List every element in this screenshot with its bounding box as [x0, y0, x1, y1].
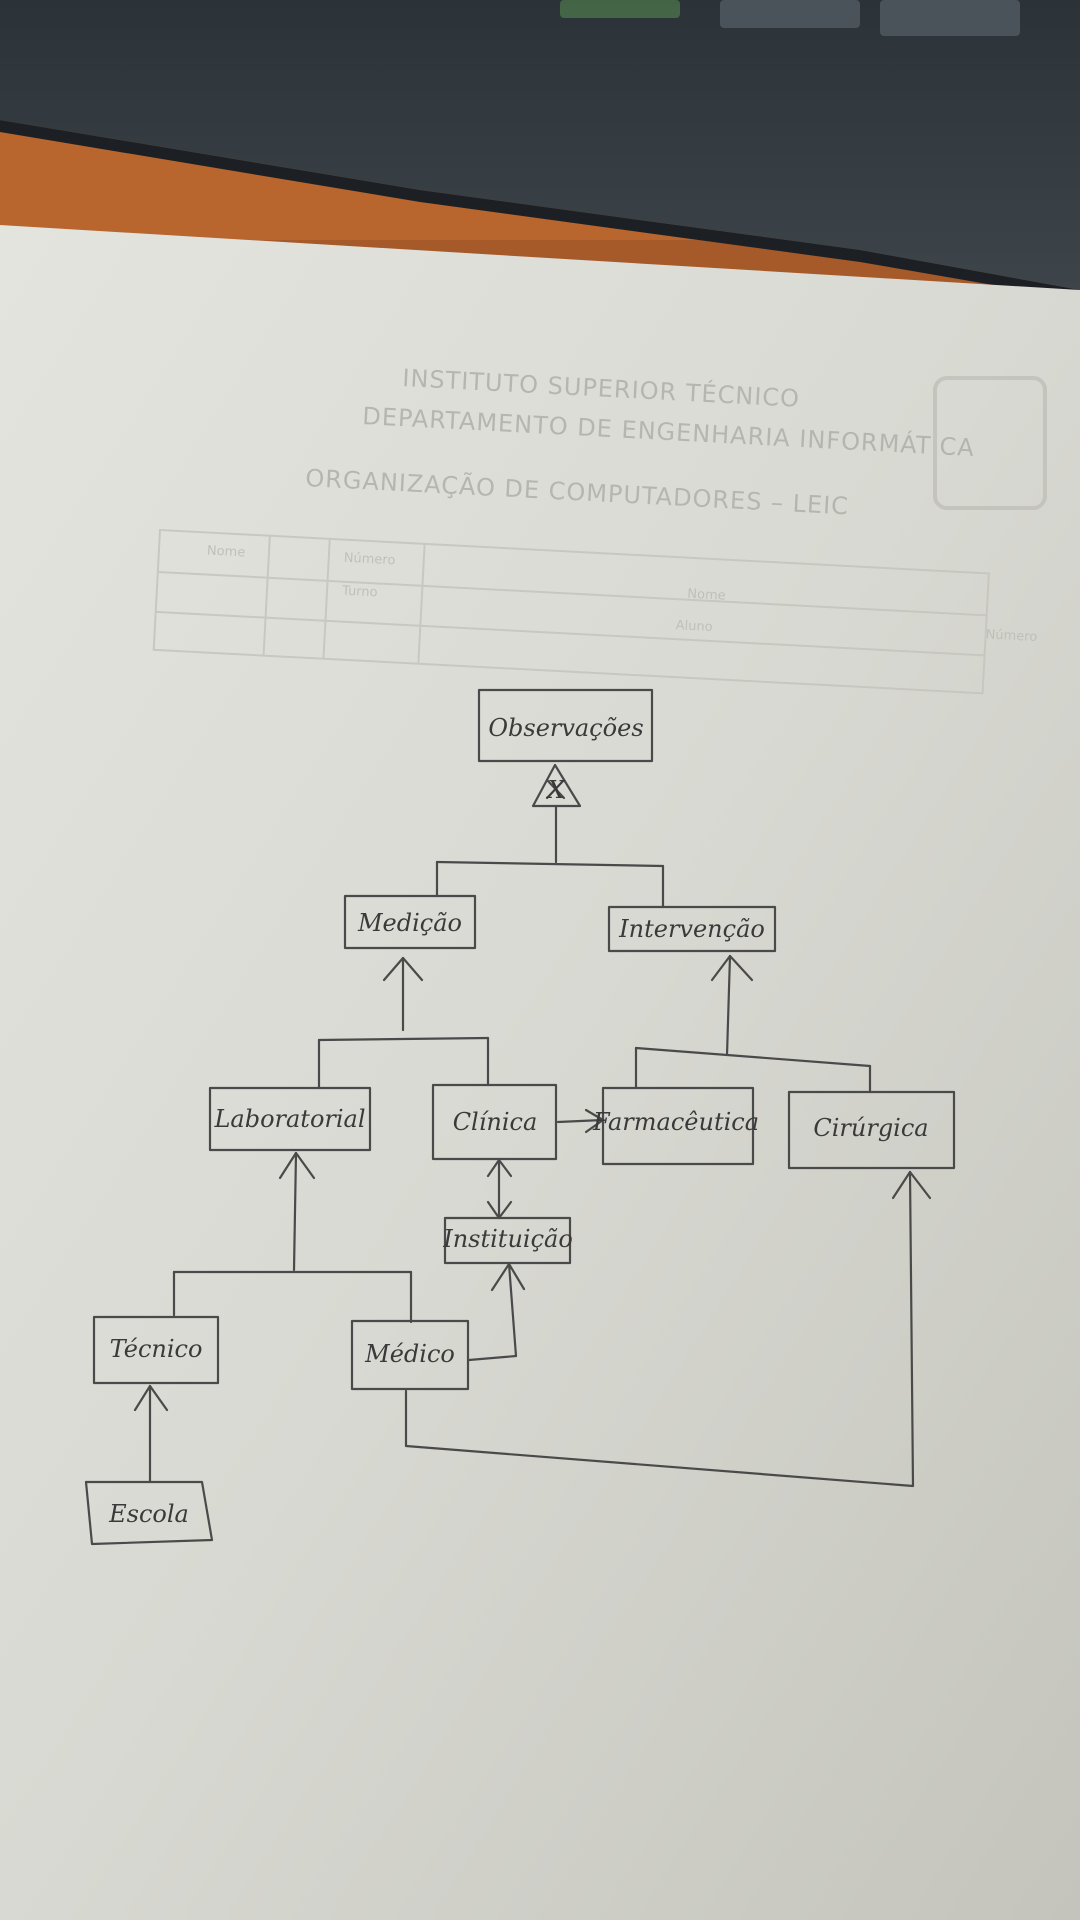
keyboard-key — [720, 0, 860, 28]
node-medico-box — [350, 1319, 470, 1391]
diagram-labels: Observações X Medição Intervenção Labora… — [108, 714, 928, 1528]
connector — [435, 860, 665, 868]
label-farmaceutica: Farmacêutica — [592, 1108, 759, 1136]
node-escola-box — [84, 1480, 214, 1546]
label-medico: Médico — [364, 1340, 455, 1368]
header-table: Número Nome Aluno Nome Número Turno — [152, 528, 1038, 695]
connector — [556, 1118, 605, 1124]
table-cell: Número — [985, 627, 1037, 645]
label-instituicao: Instituição — [442, 1225, 573, 1253]
arrow-head — [891, 1170, 932, 1200]
table-cell: Nome — [687, 587, 726, 604]
abstract-x-mark — [545, 778, 566, 800]
node-clinica-box — [431, 1083, 558, 1161]
node-tecnico-box — [92, 1315, 220, 1385]
label-abstract-marker: X — [545, 776, 565, 804]
node-observacoes-box — [477, 688, 654, 763]
arrow-head — [490, 1262, 526, 1292]
connector — [725, 954, 732, 1057]
connector — [317, 1036, 490, 1042]
label-observacoes: Observações — [488, 714, 643, 742]
connector — [467, 1262, 518, 1362]
table-cell: Turno — [341, 584, 378, 601]
paper-sheet — [0, 225, 1080, 1920]
connector — [634, 1046, 872, 1068]
node-medicao-box — [343, 894, 477, 950]
label-tecnico: Técnico — [110, 1335, 203, 1363]
keyboard-key-glow — [560, 0, 680, 18]
connector — [292, 1151, 298, 1272]
label-laboratorial: Laboratorial — [213, 1105, 365, 1133]
node-farmaceutica-box — [601, 1086, 755, 1166]
keyboard-key — [880, 0, 1020, 36]
seal-logo — [933, 376, 1047, 510]
node-laboratorial-box — [208, 1086, 372, 1152]
arrow-head — [278, 1151, 316, 1180]
label-cirurgica: Cirúrgica — [813, 1114, 928, 1142]
table-cell: Aluno — [675, 618, 713, 635]
label-escola: Escola — [108, 1500, 189, 1528]
arrow-head — [133, 1384, 169, 1412]
arrow-head — [382, 956, 424, 982]
arrow-head — [486, 1158, 513, 1178]
node-cirurgica-box — [787, 1090, 956, 1170]
node-instituicao-box — [443, 1216, 572, 1265]
arrow-head — [710, 954, 754, 982]
table-cell: Número — [343, 551, 395, 569]
label-intervencao: Intervenção — [618, 915, 765, 943]
arrow-head — [584, 1108, 605, 1134]
label-clinica: Clínica — [453, 1108, 538, 1136]
keyboard — [0, 0, 1080, 290]
connector — [404, 1170, 915, 1488]
label-medicao: Medição — [357, 909, 462, 937]
node-intervencao-box — [607, 905, 777, 953]
table-cell: Nome — [207, 543, 246, 560]
class-diagram — [84, 688, 956, 1546]
keyboard-edge — [0, 120, 1080, 300]
